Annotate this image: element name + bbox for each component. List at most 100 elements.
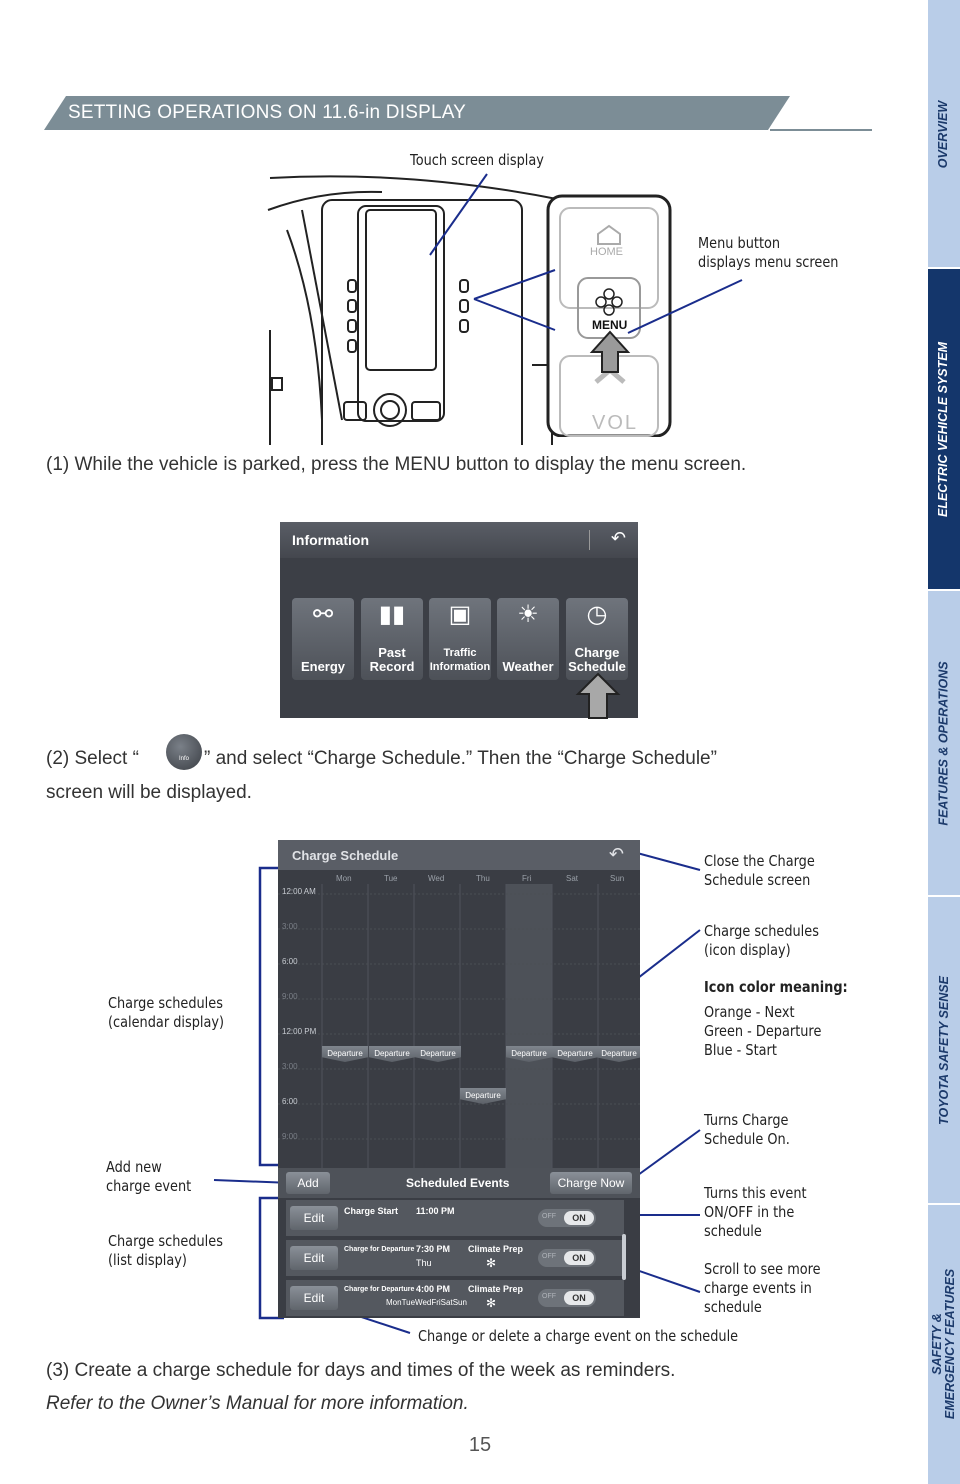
calendar-grid [278, 884, 640, 1168]
list-callout-line2: (list display) [108, 1251, 187, 1269]
list-callout-line1: Charge schedules [108, 1232, 223, 1250]
time-label: 3:00 [282, 1062, 298, 1071]
event-toggle[interactable]: OFF ON [538, 1289, 596, 1307]
day-fri: Fri [522, 874, 532, 883]
tab-separator [928, 589, 960, 591]
calendar-callout-line1: Charge schedules [108, 994, 223, 1012]
close-callout-line2: Schedule screen [704, 871, 811, 889]
add-button[interactable]: Add [286, 1172, 330, 1194]
icon-color-orange: Orange - Next [704, 1003, 795, 1021]
tab-separator [928, 895, 960, 897]
menu-callout-line2: displays menu screen [698, 253, 839, 271]
tab-toyota-safety-sense[interactable]: TOYOTA SAFETY SENSE [928, 896, 960, 1204]
control-panel-zoom [546, 194, 672, 437]
tab-features-operations[interactable]: FEATURES & OPERATIONS [928, 590, 960, 896]
info-app-icon: Info [166, 734, 202, 770]
event-time: 4:00 PM [416, 1284, 451, 1294]
day-mon: Mon [336, 874, 352, 883]
charge-schedule-screen: Charge Schedule ↶ Mon Tue Wed Thu Fri Sa… [278, 840, 640, 1318]
departure-marker[interactable]: Departure [596, 1046, 640, 1062]
clock-plug-icon: ◷ [586, 601, 608, 628]
step-1-text: (1) While the vehicle is parked, press t… [46, 454, 747, 475]
energy-label: Energy [300, 659, 346, 674]
list-item: Edit Charge for Departure 7:30 PM Thu Cl… [286, 1240, 624, 1276]
icon-color-green: Green - Departure [704, 1022, 822, 1040]
add-callout-line1: Add new [106, 1158, 162, 1176]
step-2-text-part2: ” and select “Charge Schedule.” Then the… [204, 748, 717, 769]
scrollbar[interactable] [622, 1234, 626, 1280]
departure-marker[interactable]: Departure [506, 1046, 552, 1062]
info-app-icon-text: Info [178, 756, 189, 762]
event-extra: Climate Prep [468, 1284, 524, 1294]
back-icon[interactable]: ↶ [610, 528, 626, 548]
car-icon: ▣ [448, 601, 472, 628]
fan-icon: ✻ [486, 1296, 497, 1310]
time-label: 9:00 [282, 1132, 298, 1141]
energy-icon: ⚯ [312, 601, 334, 628]
departure-marker[interactable]: Departure [322, 1046, 368, 1062]
scheduled-events-title: Scheduled Events [406, 1176, 510, 1190]
departure-marker[interactable]: Departure [552, 1046, 598, 1062]
up-arrow-icon [589, 330, 631, 373]
tab-electric-vehicle-system[interactable]: ELECTRIC VEHICLE SYSTEM [928, 268, 960, 590]
event-type: Charge for Departure [344, 1286, 415, 1293]
event-days: Thu [416, 1258, 432, 1268]
step-2-text-part1: (2) Select “ [46, 748, 139, 769]
departure-marker[interactable]: Departure [369, 1046, 415, 1062]
event-extra: Climate Prep [468, 1244, 524, 1254]
event-time: 7:30 PM [416, 1244, 451, 1254]
step-3-text: (3) Create a charge schedule for days an… [46, 1360, 676, 1381]
toggle-off-label: OFF [542, 1293, 556, 1300]
change-callout: Change or delete a charge event on the s… [418, 1327, 739, 1345]
day-thu: Thu [476, 874, 490, 883]
departure-marker[interactable]: Departure [415, 1046, 461, 1062]
bar-chart-icon: ▮▮ [378, 601, 406, 628]
event-type: Charge for Departure [344, 1246, 415, 1253]
home-button-label: HOME [590, 246, 623, 258]
weather-tile[interactable]: ☀Weather [497, 598, 559, 680]
event-type: Charge Start [344, 1206, 399, 1216]
close-callout-line1: Close the Charge [704, 852, 815, 870]
time-label: 6:00 [282, 957, 298, 966]
scroll-callout-line3: schedule [704, 1298, 762, 1316]
header-rule [770, 129, 872, 131]
departure-marker[interactable]: Departure [460, 1088, 506, 1104]
toggle-on-label: ON [564, 1291, 594, 1305]
up-arrow-icon [575, 672, 621, 719]
add-callout-line2: charge event [106, 1177, 192, 1195]
charge-schedule-title: Charge Schedule [292, 848, 399, 863]
section-header-bar [44, 96, 790, 130]
day-wed: Wed [428, 874, 445, 883]
edit-button[interactable]: Edit [290, 1286, 338, 1310]
icon-display-line2: (icon display) [704, 941, 791, 959]
touch-screen-callout: Touch screen display [410, 151, 544, 169]
icon-color-blue: Blue - Start [704, 1041, 777, 1059]
tab-safety-emergency[interactable]: SAFETY &EMERGENCY FEATURES [928, 1204, 960, 1484]
calendar-callout-line2: (calendar display) [108, 1013, 225, 1031]
menu-callout-line1: Menu button [698, 234, 781, 252]
time-label: 12:00 AM [282, 887, 316, 896]
info-title-bar [280, 522, 638, 558]
close-icon[interactable]: ↶ [608, 844, 624, 864]
edit-button[interactable]: Edit [290, 1246, 338, 1270]
toggle-callout-line3: schedule [704, 1222, 762, 1240]
edit-button[interactable]: Edit [290, 1206, 338, 1230]
vol-label: VOL [592, 412, 639, 434]
toggle-on-label: ON [564, 1251, 594, 1265]
energy-tile[interactable]: ⚯ Energy [292, 598, 354, 680]
tab-overview[interactable]: OVERVIEW [928, 0, 960, 268]
time-label: 12:00 PM [282, 1027, 317, 1036]
list-item: Edit Charge for Departure 4:00 PM MonTue… [286, 1280, 624, 1316]
time-label: 6:00 [282, 1097, 298, 1106]
charge-schedule-title-bar [278, 840, 640, 870]
charge-now-button[interactable]: Charge Now [550, 1172, 632, 1194]
